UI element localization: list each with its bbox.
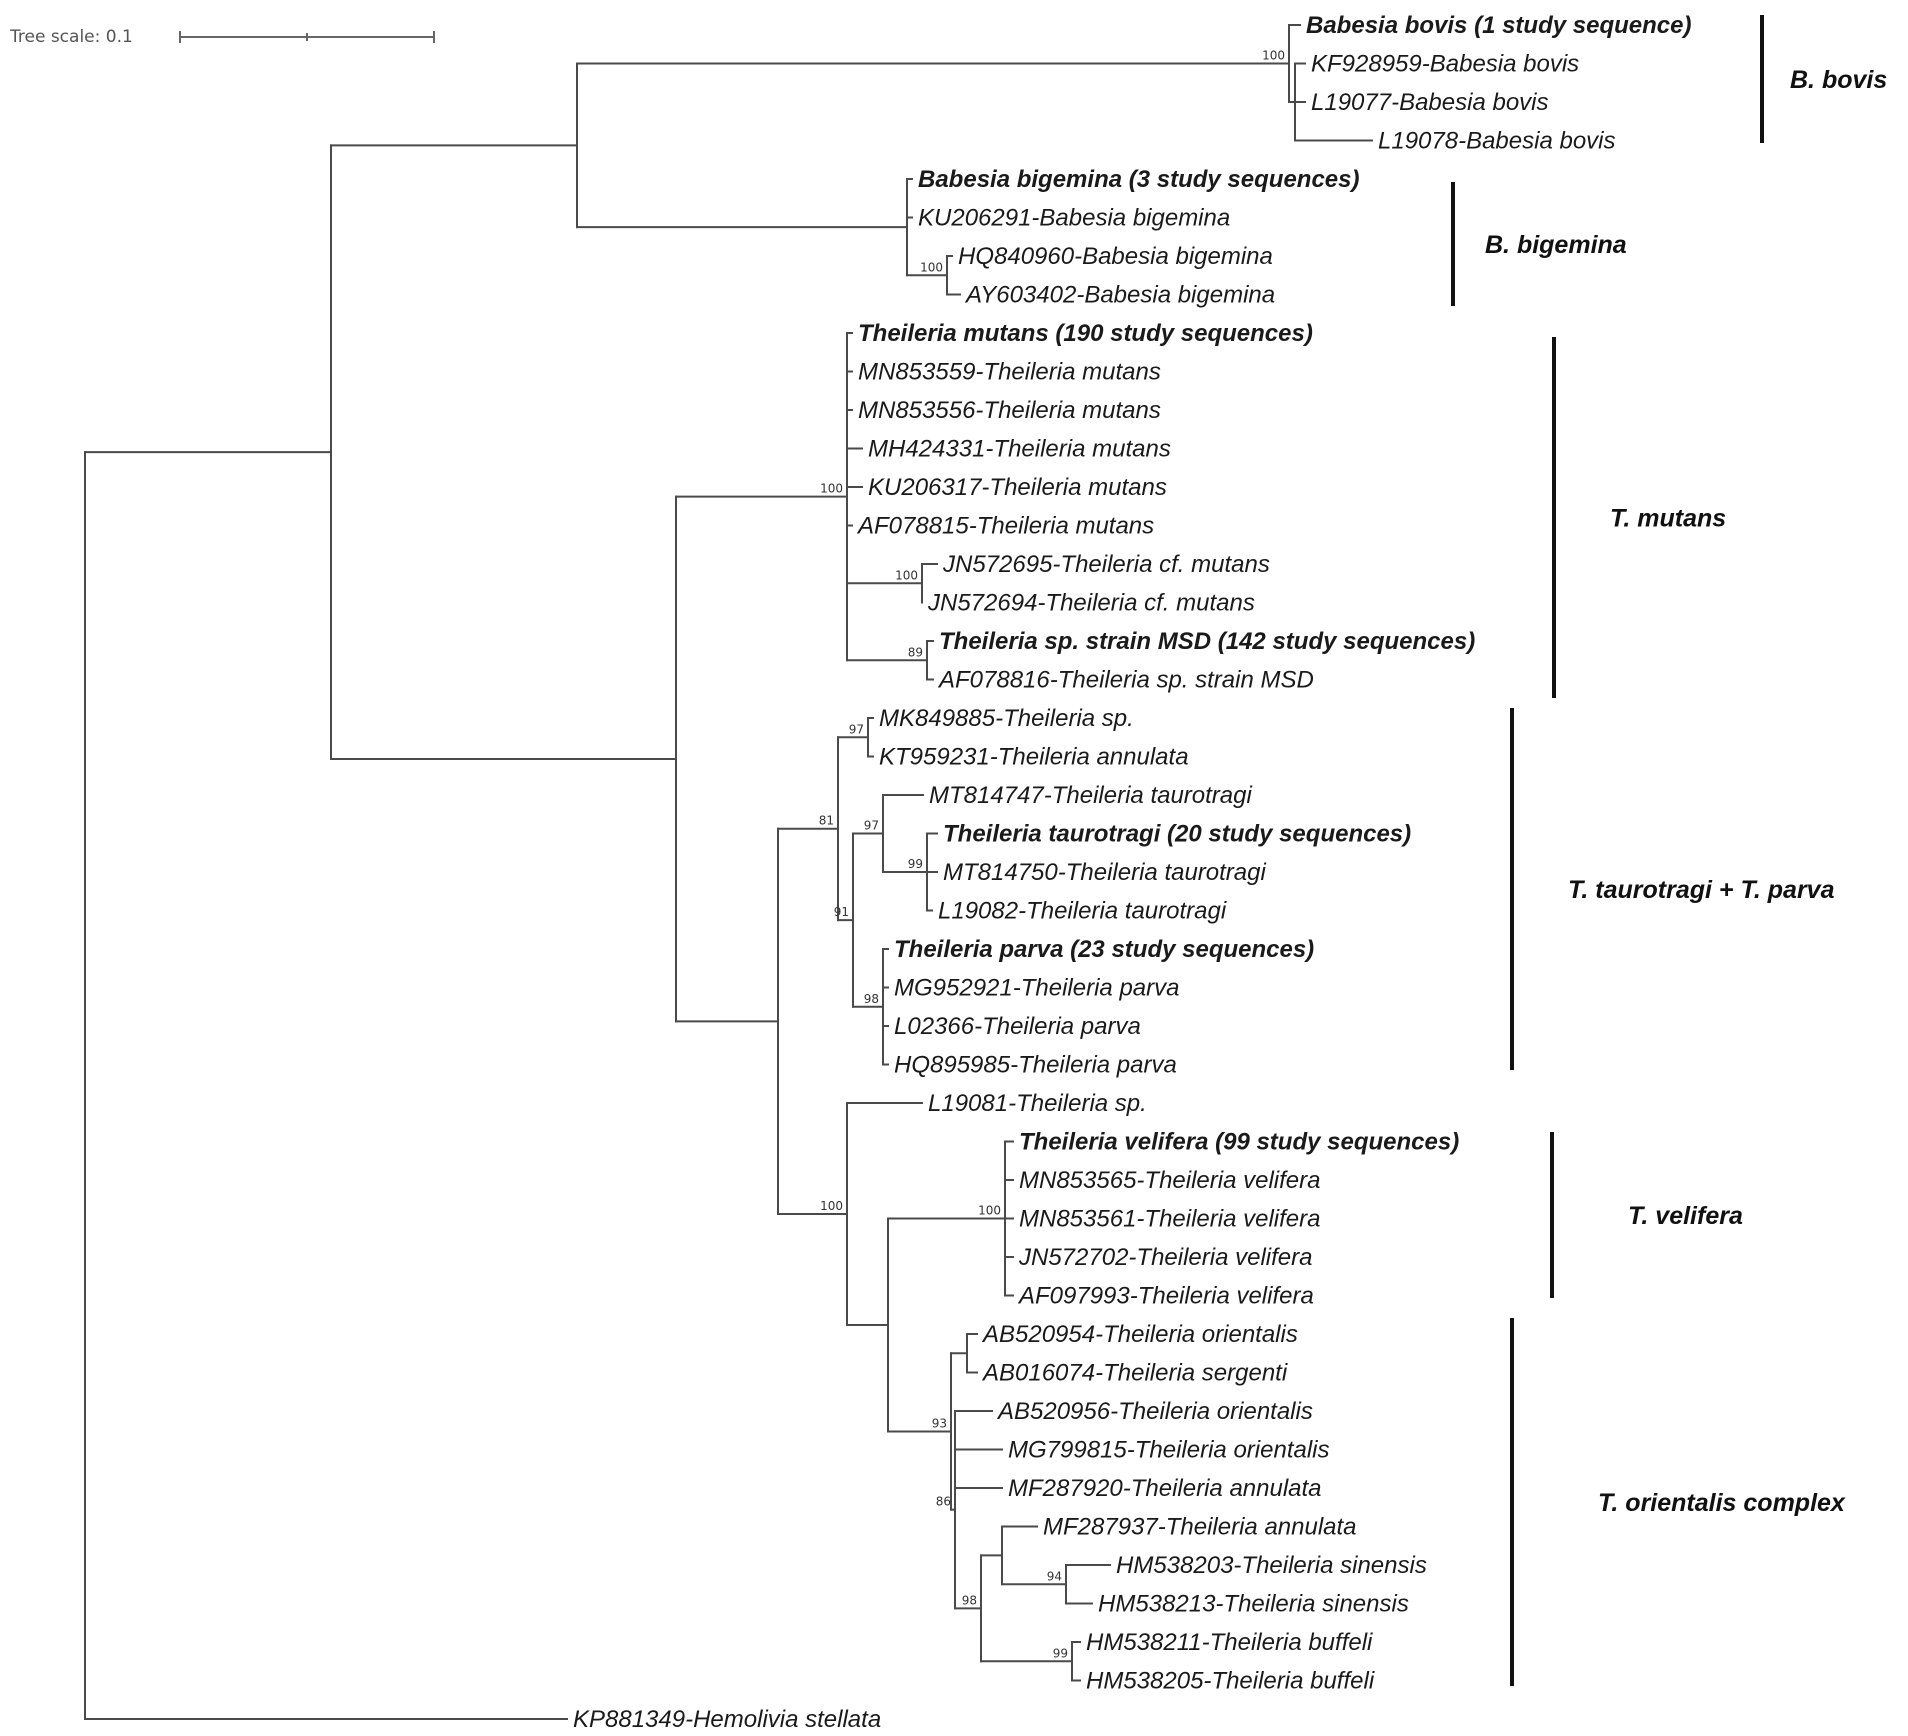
leaf-label: L02366-Theileria parva	[894, 1013, 1141, 1040]
bootstrap-value: 94	[1047, 1569, 1062, 1583]
leaf-label: L19077-Babesia bovis	[1311, 89, 1549, 116]
study-leaf-label: Theileria sp. strain MSD (142 study sequ…	[939, 628, 1475, 655]
study-leaf-label: Theileria velifera (99 study sequences)	[1019, 1129, 1459, 1156]
leaf-label: MF287920-Theileria annulata	[1008, 1475, 1322, 1502]
bootstrap-value: 97	[864, 819, 879, 833]
bootstrap-value: 100	[820, 482, 843, 496]
leaf-label: MN853561-Theileria velifera	[1019, 1206, 1320, 1233]
clade-label: B. bigemina	[1485, 231, 1627, 259]
study-leaf-label: Babesia bovis (1 study sequence)	[1306, 12, 1691, 39]
leaf-label: MN853559-Theileria mutans	[858, 359, 1161, 386]
leaf-label: JN572702-Theileria velifera	[1018, 1244, 1312, 1271]
bootstrap-value: 100	[895, 568, 918, 582]
leaf-label: HM538203-Theileria sinensis	[1116, 1552, 1427, 1579]
leaf-label: MG952921-Theileria parva	[894, 975, 1179, 1002]
leaf-label: AB520954-Theileria orientalis	[981, 1321, 1298, 1348]
bootstrap-value: 89	[908, 645, 923, 659]
leaf-label: KF928959-Babesia bovis	[1311, 51, 1579, 78]
tree-scale-label: Tree scale: 0.1	[9, 27, 133, 47]
bootstrap-value: 93	[932, 1416, 947, 1430]
leaf-label: HM538211-Theileria buffeli	[1086, 1629, 1373, 1656]
study-leaf-label: Theileria mutans (190 study sequences)	[858, 320, 1313, 347]
leaf-label: MN853556-Theileria mutans	[858, 397, 1161, 424]
leaf-label: AF078816-Theileria sp. strain MSD	[937, 667, 1314, 694]
bootstrap-value: 91	[834, 905, 849, 919]
bootstrap-value: 100	[978, 1204, 1001, 1218]
leaf-labels: Babesia bovis (1 study sequence) KF928959…	[573, 12, 1691, 1733]
leaf-label: MT814750-Theileria taurotragi	[943, 859, 1266, 886]
leaf-label: HQ840960-Babesia bigemina	[958, 243, 1273, 270]
leaf-label: HM538205-Theileria buffeli	[1086, 1668, 1375, 1695]
leaf-label: KU206291-Babesia bigemina	[918, 205, 1230, 232]
clade-label: T. orientalis complex	[1598, 1489, 1846, 1517]
leaf-label: HQ895985-Theileria parva	[894, 1052, 1177, 1079]
leaf-label: MK849885-Theileria sp.	[879, 705, 1134, 732]
bootstrap-value: 99	[908, 857, 923, 871]
leaf-label: JN572695-Theileria cf. mutans	[942, 551, 1270, 578]
clade-label: T. mutans	[1610, 505, 1726, 533]
bootstrap-value: 98	[962, 1593, 977, 1607]
leaf-label: JN572694-Theileria cf. mutans	[927, 590, 1255, 617]
bootstrap-value: 99	[1053, 1646, 1068, 1660]
leaf-label: KP881349-Hemolivia stellata	[573, 1706, 881, 1733]
bootstrap-value: 97	[849, 722, 864, 736]
bootstrap-value: 81	[819, 814, 834, 828]
bootstrap-value: 100	[920, 260, 943, 274]
leaf-label: L19081-Theileria sp.	[928, 1090, 1147, 1117]
leaf-label: AY603402-Babesia bigemina	[964, 282, 1275, 309]
leaf-label: MG799815-Theileria orientalis	[1008, 1437, 1330, 1464]
leaf-label: MH424331-Theileria mutans	[868, 436, 1171, 463]
leaf-label: AB016074-Theileria sergenti	[981, 1360, 1288, 1387]
leaf-label: L19078-Babesia bovis	[1378, 128, 1616, 155]
leaf-label: MT814747-Theileria taurotragi	[929, 782, 1252, 809]
bootstrap-value: 98	[864, 992, 879, 1006]
leaf-label: HM538213-Theileria sinensis	[1098, 1591, 1409, 1618]
leaf-label: AF078815-Theileria mutans	[856, 513, 1154, 540]
study-leaf-label: Babesia bigemina (3 study sequences)	[918, 166, 1359, 193]
clade-label: B. bovis	[1790, 66, 1887, 94]
clade-label: T. taurotragi + T. parva	[1568, 876, 1835, 904]
bootstrap-values: 100 100 100 89 100 97 99 97 98 91 81 100 94 99 98 86 93 1…	[819, 49, 1285, 1661]
leaf-label: AF097993-Theileria velifera	[1017, 1283, 1314, 1310]
study-leaf-label: Theileria parva (23 study sequences)	[894, 936, 1314, 963]
bootstrap-value: 86	[936, 1495, 951, 1509]
leaf-label: AB520956-Theileria orientalis	[996, 1398, 1313, 1425]
clade-annotations: B. bovis B. bigemina T. mutans T. taurotrag…	[1451, 15, 1887, 1686]
bootstrap-value: 100	[1262, 49, 1285, 63]
tree-branches	[84, 24, 1373, 1720]
leaf-label: KU206317-Theileria mutans	[868, 474, 1167, 501]
leaf-label: MF287937-Theileria annulata	[1043, 1514, 1357, 1541]
clade-label: T. velifera	[1628, 1202, 1743, 1230]
leaf-label: MN853565-Theileria velifera	[1019, 1167, 1320, 1194]
study-leaf-label: Theileria taurotragi (20 study sequences…	[943, 821, 1411, 848]
leaf-label: L19082-Theileria taurotragi	[938, 898, 1227, 925]
leaf-label: KT959231-Theileria annulata	[879, 744, 1189, 771]
bootstrap-value: 100	[820, 1199, 843, 1213]
tree-scale: Tree scale: 0.1	[9, 27, 435, 47]
